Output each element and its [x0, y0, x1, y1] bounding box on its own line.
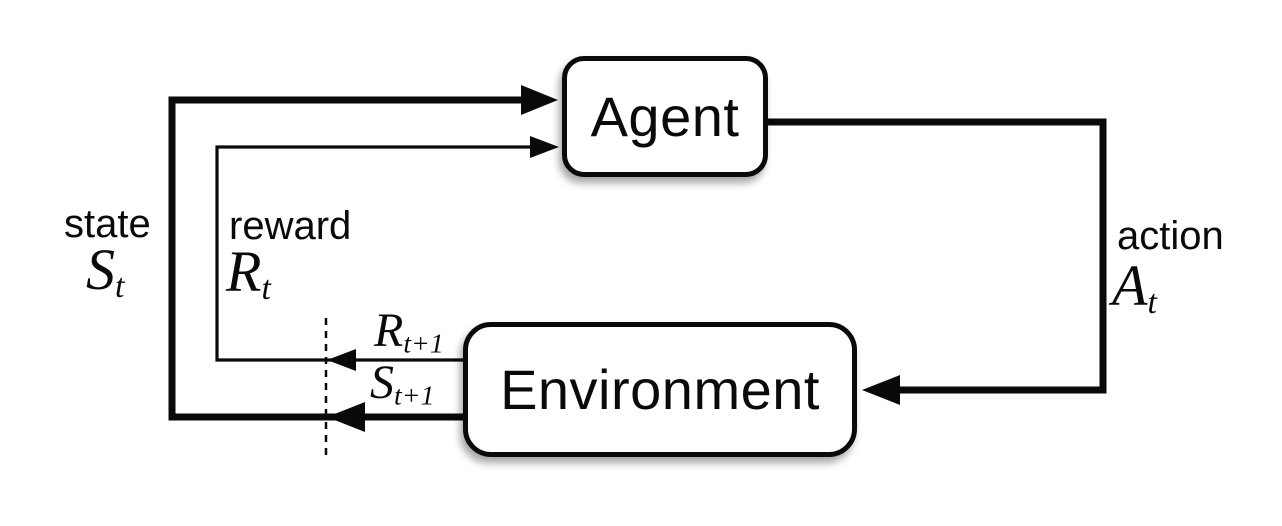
- next-state-symbol-sub: t+1: [394, 380, 435, 412]
- next-reward-arrowhead: [327, 349, 356, 371]
- next-reward-symbol: Rt+1: [374, 304, 444, 360]
- next-state-symbol: St+1: [370, 356, 435, 412]
- reward-symbol-main: R: [226, 239, 262, 304]
- next-reward-symbol-sub: t+1: [403, 328, 444, 360]
- state-symbol-sub: t: [115, 268, 125, 306]
- state-symbol-main: S: [86, 237, 115, 302]
- action-symbol-main: A: [1112, 253, 1148, 318]
- action-arrow-path: [768, 118, 1107, 394]
- state-arrow-path: [168, 96, 548, 421]
- reward-arrowhead-into-agent: [530, 136, 559, 158]
- action-symbol: At: [1112, 254, 1157, 321]
- environment-node: Environment: [463, 322, 857, 457]
- reward-word-label: reward: [229, 204, 352, 248]
- reward-symbol-sub: t: [261, 270, 271, 308]
- state-arrowhead-into-agent: [521, 85, 558, 115]
- next-reward-symbol-main: R: [374, 304, 404, 357]
- action-arrowhead-into-environment: [862, 375, 900, 405]
- state-word-label: state: [64, 202, 151, 246]
- agent-node-label: Agent: [590, 85, 740, 148]
- environment-node-label: Environment: [500, 358, 820, 421]
- next-state-arrowhead: [327, 402, 365, 432]
- action-symbol-sub: t: [1147, 284, 1157, 322]
- next-state-symbol-main: S: [370, 356, 394, 409]
- state-symbol: St: [86, 238, 124, 305]
- reward-symbol: Rt: [226, 240, 271, 307]
- agent-node: Agent: [562, 56, 768, 177]
- action-word-label: action: [1117, 214, 1224, 258]
